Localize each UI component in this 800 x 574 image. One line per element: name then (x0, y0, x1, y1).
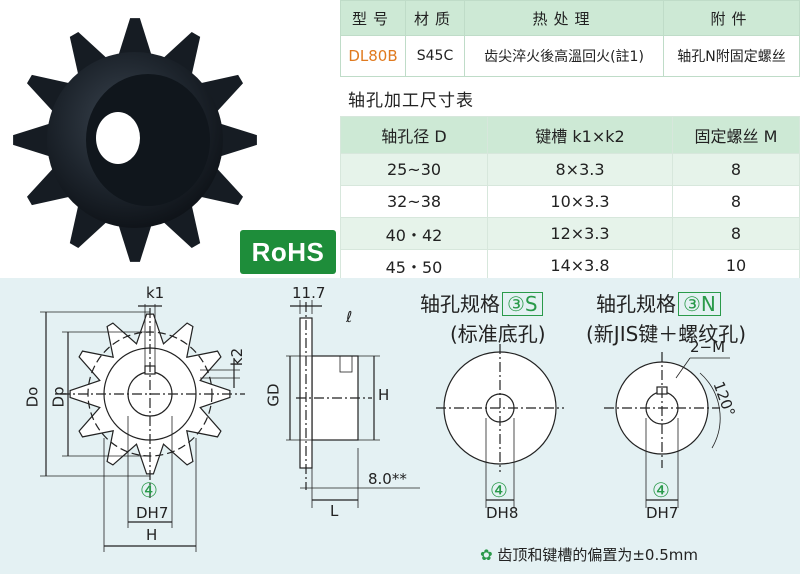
spec-3n-prefix: 轴孔规格 (596, 292, 676, 316)
label-8-0: 8.0** (368, 470, 407, 488)
offset-note: ✿ 齿顶和键槽的偏置为±0.5mm (480, 544, 698, 565)
table-row: 45・50 14×3.8 10 (340, 249, 800, 282)
label-h-b: H (378, 386, 390, 404)
label-2-m: 2−M (690, 338, 726, 356)
sprocket-tooth (69, 202, 109, 249)
spec-model: DL80B (340, 35, 406, 77)
spec-header-accessory: 附件 (663, 0, 800, 36)
offset-note-text: 齿顶和键槽的偏置为±0.5mm (497, 546, 699, 564)
spec-3s-drawing (436, 344, 564, 508)
spec-header-heat: 热处理 (464, 0, 664, 36)
label-circled-4-c: ④ (652, 478, 670, 502)
hole-header-key: 键槽 k1×k2 (487, 116, 673, 154)
sprocket-tooth (26, 166, 73, 206)
sprocket-tooth (26, 74, 73, 114)
spec-3s-prefix: 轴孔规格 (420, 292, 500, 316)
label-dh7-b: DH7 (646, 504, 679, 522)
label-11-7: 11.7 (292, 284, 326, 302)
cell-d: 40・42 (340, 217, 488, 250)
spec-header-model: 型号 (340, 0, 406, 36)
flower-icon: ✿ (480, 546, 493, 564)
sprocket-photo-icon (13, 18, 257, 262)
front-view-drawing (40, 304, 245, 552)
spec-accessory: 轴孔N附固定螺丝 (663, 35, 800, 77)
spec-heat: 齿尖淬火後高溫回火(註1) (464, 35, 664, 77)
hole-header-d: 轴孔径 D (340, 116, 488, 154)
hole-table: 轴孔径 D 键槽 k1×k2 固定螺丝 M 25~30 8×3.3 8 32~3… (340, 116, 800, 282)
spec-3n-desc: (新JIS键＋螺纹孔) (586, 322, 747, 346)
label-dh7-a: DH7 (136, 504, 169, 522)
spec-3s-desc: (标准底孔) (450, 322, 546, 346)
label-dh8: DH8 (486, 504, 519, 522)
product-photo (0, 0, 340, 278)
label-h-a: H (146, 526, 158, 544)
sprocket-tooth (161, 31, 201, 78)
label-circled-4-a: ④ (140, 478, 158, 502)
label-dp: Dp (49, 386, 68, 408)
cell-screw: 8 (672, 185, 800, 218)
label-do: Do (23, 386, 42, 408)
cell-key: 14×3.8 (487, 249, 673, 282)
sprocket-tooth (217, 122, 257, 158)
label-circled-4-b: ④ (490, 478, 508, 502)
cell-d: 32~38 (340, 185, 488, 218)
side-view-drawing (286, 300, 420, 508)
table-row: 25~30 8×3.3 8 (340, 153, 800, 186)
technical-drawing: k1 k2 Do Dp ④ DH7 H 11.7 ℓ GD H L 8.0** … (0, 278, 800, 574)
spec-3s-code: ③S (502, 292, 543, 316)
label-gd: GD (264, 383, 283, 407)
sprocket-tooth (13, 122, 53, 158)
hole-header-screw: 固定螺丝 M (672, 116, 800, 154)
label-ell: ℓ (346, 308, 353, 326)
spec-table: 型号 材质 热处理 附件 DL80B S45C 齿尖淬火後高溫回火(註1) 轴孔… (340, 0, 800, 77)
cell-d: 25~30 (340, 153, 488, 186)
cell-key: 8×3.3 (487, 153, 673, 186)
sprocket-tooth (161, 202, 201, 249)
sprocket-tooth (197, 166, 244, 206)
cell-d: 45・50 (340, 249, 488, 282)
sprocket-tooth (197, 74, 244, 114)
spec-material: S45C (405, 35, 465, 77)
label-k1: k1 (146, 284, 165, 302)
table-row: 40・42 12×3.3 8 (340, 217, 800, 250)
cell-screw: 8 (672, 217, 800, 250)
spec-3n-drawing (604, 352, 730, 508)
hole-table-title: 轴孔加工尺寸表 (348, 91, 474, 111)
label-k2: k2 (228, 347, 247, 367)
label-l: L (330, 502, 339, 520)
spec-3n-code: ③N (678, 292, 721, 316)
cell-screw: 10 (672, 249, 800, 282)
cell-key: 12×3.3 (487, 217, 673, 250)
cell-key: 10×3.3 (487, 185, 673, 218)
sprocket-tooth (69, 31, 109, 78)
cell-screw: 8 (672, 153, 800, 186)
spec-header-material: 材质 (405, 0, 465, 36)
table-row: 32~38 10×3.3 8 (340, 185, 800, 218)
sprocket-tooth (117, 222, 153, 262)
rohs-badge: RoHS (240, 230, 336, 274)
sprocket-tooth (117, 18, 153, 58)
